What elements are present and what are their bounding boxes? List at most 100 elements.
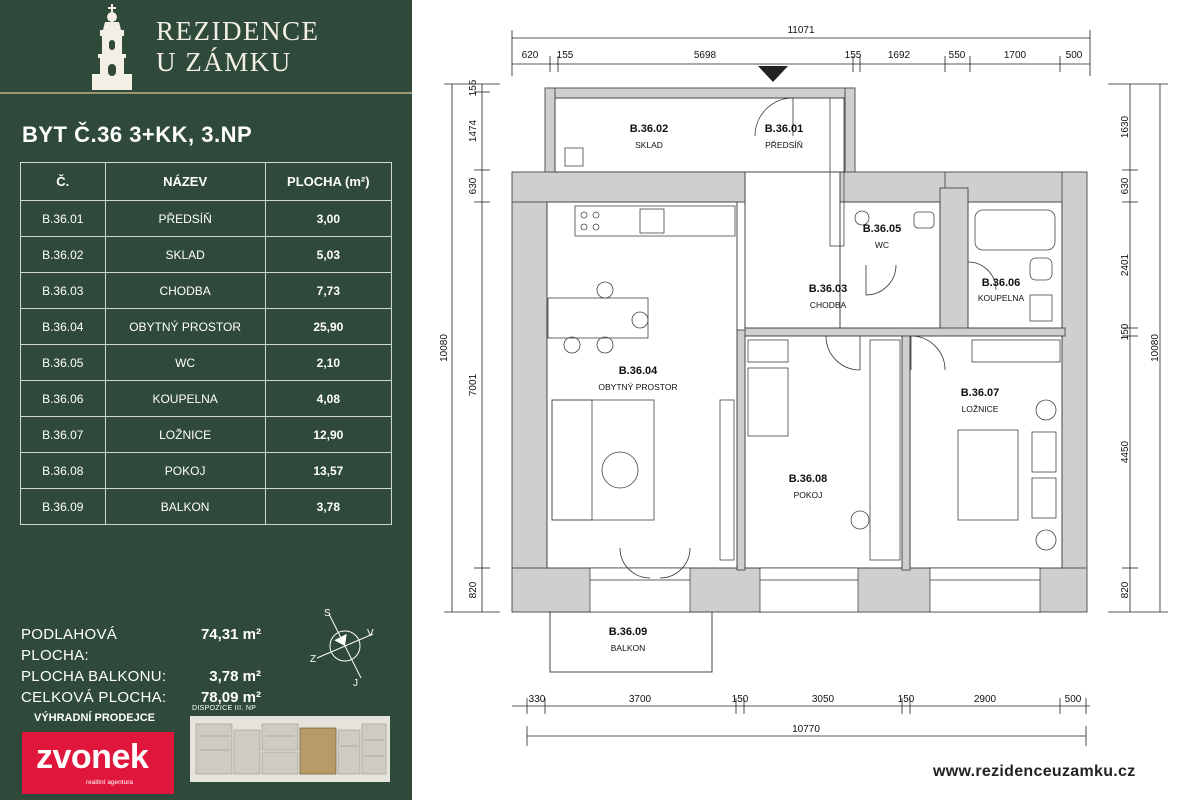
dimension-label: 155 xyxy=(845,50,862,61)
castle-tower-logo-icon xyxy=(92,4,132,90)
dimension-label: 10080 xyxy=(439,334,450,362)
room-number: B.36.02 xyxy=(20,236,106,273)
summary-row-total-area: CELKOVÁ PLOCHA: 78,09 m² xyxy=(21,687,261,708)
room-name: CHODBA xyxy=(104,272,266,309)
dimension-label: 500 xyxy=(1066,50,1083,61)
room-label-name: POKOJ xyxy=(794,490,823,500)
area-summary: PODLAHOVÁ PLOCHA: 74,31 m² PLOCHA BALKON… xyxy=(21,624,261,708)
disposition-label: DISPOZICE III. NP xyxy=(192,705,257,712)
dimension-label: 1474 xyxy=(468,119,479,142)
dimension-label: 150 xyxy=(898,694,915,705)
dimension-label: 150 xyxy=(1120,323,1131,340)
room-label-id: B.36.05 xyxy=(863,223,902,235)
room-label-name: PŘEDSÍŇ xyxy=(765,140,803,150)
zvonek-logo[interactable]: zvonek realitní agentura xyxy=(22,732,174,794)
compass-east-label: V xyxy=(367,628,374,639)
apartment-title: BYT Č.36 3+KK, 3.NP xyxy=(22,122,253,147)
column-header-name: NÁZEV xyxy=(104,162,266,201)
summary-value: 74,31 m² xyxy=(200,626,261,643)
room-name: PŘEDSÍŇ xyxy=(104,200,266,237)
room-name: POKOJ xyxy=(104,452,266,489)
room-number: B.36.05 xyxy=(20,344,106,381)
table-header-row: Č. NÁZEV PLOCHA (m²) xyxy=(20,162,393,201)
summary-row-floor-area: PODLAHOVÁ PLOCHA: 74,31 m² xyxy=(21,624,261,666)
room-label-name: WC xyxy=(875,240,889,250)
dimension-label: 3050 xyxy=(812,694,835,705)
floor-plan: B.36.02 SKLAD B.36.01 PŘEDSÍŇ B.36.03 CH… xyxy=(439,25,1168,746)
dimension-label: 620 xyxy=(522,50,539,61)
room-label-id: B.36.08 xyxy=(789,473,828,485)
room-number: B.36.08 xyxy=(20,452,106,489)
column-header-number: Č. xyxy=(20,162,106,201)
dimension-label: 550 xyxy=(949,50,966,61)
room-area: 3,78 xyxy=(264,488,393,525)
compass-west-label: Z xyxy=(310,654,316,665)
dimension-label: 155 xyxy=(468,79,479,96)
room-label-id: B.36.01 xyxy=(765,123,804,135)
logo-tagline: realitní agentura xyxy=(86,779,133,786)
room-label-id: B.36.06 xyxy=(982,277,1021,289)
dimension-label: 150 xyxy=(732,694,749,705)
brand-title: REZIDENCE U ZÁMKU xyxy=(156,16,319,78)
room-label-name: BALKON xyxy=(611,643,646,653)
divider xyxy=(0,92,412,94)
entrance-arrow-icon xyxy=(758,66,788,82)
room-area: 12,90 xyxy=(264,416,393,453)
dimension-label: 1692 xyxy=(888,50,911,61)
compass-south-label: J xyxy=(353,678,358,686)
logo-name: zvonek xyxy=(36,738,149,776)
dimension-label: 820 xyxy=(468,581,479,598)
room-name: WC xyxy=(104,344,266,381)
compass-north-label: S xyxy=(324,608,331,619)
dimension-label: 500 xyxy=(1065,694,1082,705)
dimension-label: 155 xyxy=(557,50,574,61)
room-area: 4,08 xyxy=(264,380,393,417)
summary-label: PODLAHOVÁ PLOCHA: xyxy=(21,626,118,664)
dimension-label: 11071 xyxy=(787,25,815,36)
highlighted-apartment xyxy=(299,727,337,775)
room-area: 25,90 xyxy=(264,308,393,345)
room-name: KOUPELNA xyxy=(104,380,266,417)
info-panel: REZIDENCE U ZÁMKU BYT Č.36 3+KK, 3.NP Č.… xyxy=(0,0,412,800)
room-area: 5,03 xyxy=(264,236,393,273)
floor-disposition-map xyxy=(190,716,390,782)
compass-icon: S V J Z xyxy=(310,608,374,686)
dimension-label: 630 xyxy=(468,177,479,194)
dimension-label: 4450 xyxy=(1120,440,1131,463)
room-label-name: OBYTNÝ PROSTOR xyxy=(598,382,677,392)
dimension-label: 10770 xyxy=(792,724,820,735)
room-name: OBYTNÝ PROSTOR xyxy=(104,308,266,345)
room-label-name: KOUPELNA xyxy=(978,293,1025,303)
room-label-id: B.36.03 xyxy=(809,283,848,295)
room-label-id: B.36.07 xyxy=(961,387,1000,399)
room-number: B.36.01 xyxy=(20,200,106,237)
brand-line-1: REZIDENCE xyxy=(156,16,320,46)
room-number: B.36.04 xyxy=(20,308,106,345)
room-name: BALKON xyxy=(104,488,266,525)
dimension-label: 1700 xyxy=(1004,50,1027,61)
room-area: 13,57 xyxy=(264,452,393,489)
room-label-name: CHODBA xyxy=(810,300,847,310)
summary-label: PLOCHA BALKONU: xyxy=(21,668,167,685)
dimension-label: 7001 xyxy=(468,373,479,396)
room-number: B.36.07 xyxy=(20,416,106,453)
brand-line-2: U ZÁMKU xyxy=(156,47,292,77)
website-link[interactable]: www.rezidenceuzamku.cz xyxy=(933,763,1136,780)
room-label-id: B.36.04 xyxy=(619,365,658,377)
room-number: B.36.03 xyxy=(20,272,106,309)
room-number: B.36.09 xyxy=(20,488,106,525)
room-name: SKLAD xyxy=(104,236,266,273)
summary-value: 78,09 m² xyxy=(200,689,261,706)
dimension-label: 820 xyxy=(1120,581,1131,598)
room-name: LOŽNICE xyxy=(104,416,266,453)
